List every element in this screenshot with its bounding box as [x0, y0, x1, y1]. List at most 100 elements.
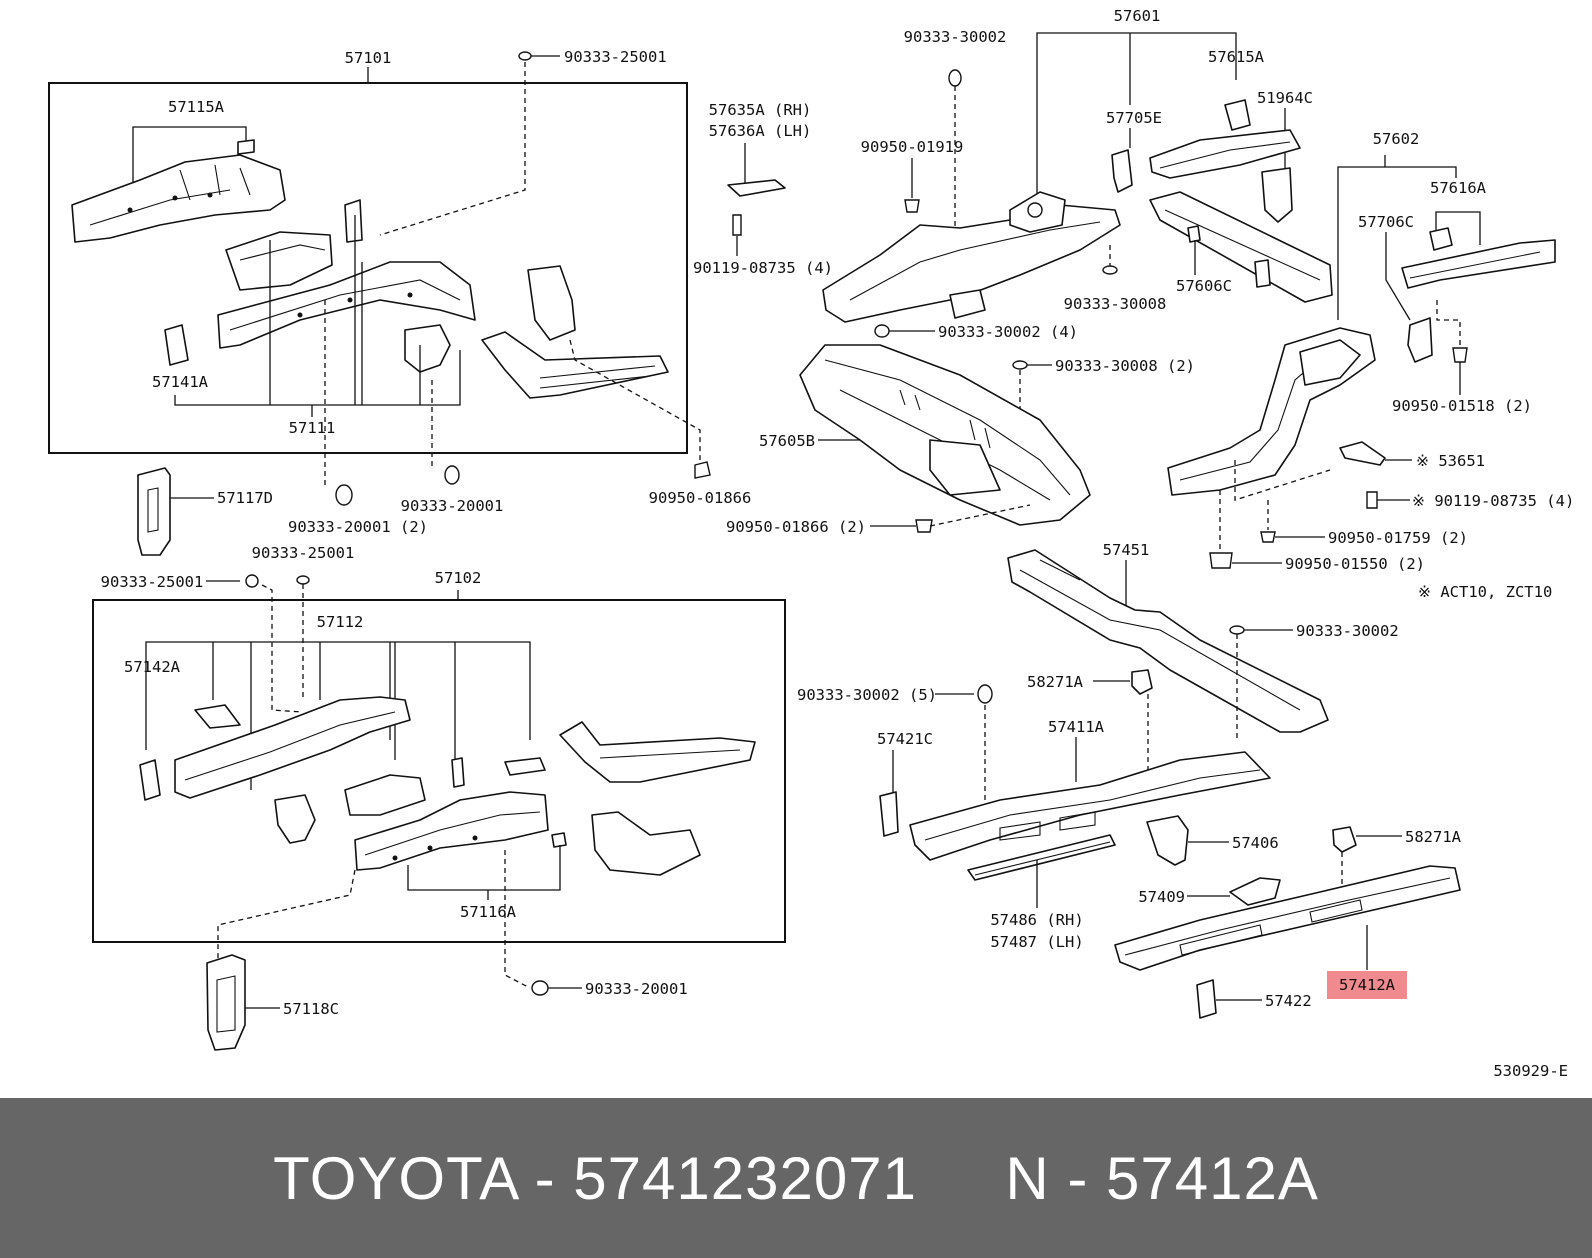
part-apron-upper [527, 265, 576, 341]
highlight-57412A [1327, 971, 1407, 999]
plug-icon [518, 51, 532, 61]
label-90333-25001-top: 90333-25001 [564, 48, 667, 66]
label-57602: 57602 [1373, 130, 1420, 148]
plug-icon [296, 575, 310, 585]
label-57606C: 57606C [1176, 277, 1232, 295]
group-box-57101 [48, 82, 688, 454]
parts-diagram-canvas: 57101 90333-25001 57115A 57141A 57111 90… [48, 7, 1574, 1080]
label-57409: 57409 [1138, 888, 1185, 906]
parts-diagram: 57101 90333-25001 57115A 57141A 57111 90… [48, 7, 1575, 1080]
label-57451: 57451 [1103, 541, 1150, 559]
label-57115A: 57115A [168, 98, 225, 116]
label-90950-01866: 90950-01866 [649, 489, 752, 507]
part-apron-lower [481, 331, 669, 399]
label-57486: 57486 (RH) [990, 911, 1083, 929]
footer-part-text: TOYOTA - 5741232071 N - 57412A [273, 1144, 1319, 1212]
part-apron-panel [591, 811, 701, 876]
label-53651: ※ 53651 [1416, 452, 1485, 470]
part-58271A-top [1131, 669, 1153, 695]
part-57635A [727, 179, 786, 197]
label-90333-20001-2: 90333-20001 (2) [288, 518, 428, 536]
label-57111: 57111 [289, 419, 336, 437]
label-57116A: 57116A [460, 903, 517, 921]
label-57102: 57102 [435, 569, 482, 587]
grommet-icon [1209, 552, 1233, 569]
label-90333-30008: 90333-30008 [1064, 295, 1167, 313]
part-57111 [217, 261, 476, 349]
label-90950-01550-2: 90950-01550 (2) [1285, 555, 1425, 573]
plug-icon [245, 574, 259, 588]
part-number-footer: TOYOTA - 5741232071 N - 57412A [0, 1098, 1592, 1258]
label-90950-01759-2: 90950-01759 (2) [1328, 529, 1468, 547]
label-57406: 57406 [1232, 834, 1279, 852]
part-57406 [1146, 815, 1189, 866]
part-57409 [1229, 877, 1281, 906]
bolt-icon [1366, 491, 1378, 509]
label-57615A: 57615A [1208, 48, 1265, 66]
label-90119-08735-4: 90119-08735 (4) [693, 259, 833, 277]
grommet-icon [694, 461, 711, 479]
label-57141A: 57141A [152, 373, 209, 391]
label-57112: 57112 [317, 613, 364, 631]
grommet-icon [904, 199, 920, 213]
label-57635A: 57635A (RH) [709, 101, 812, 119]
label-57117D: 57117D [217, 489, 273, 507]
bolt-icon [1452, 347, 1468, 363]
label-57101: 57101 [345, 49, 392, 67]
plug-icon [1102, 265, 1118, 275]
label-57421C: 57421C [877, 730, 933, 748]
label-57411A: 57411A [1048, 718, 1105, 736]
part-57601 [822, 204, 1121, 323]
plug-icon [977, 684, 993, 704]
label-57636A: 57636A (LH) [709, 122, 812, 140]
part-57486 [967, 834, 1116, 881]
part-57615A [1149, 129, 1301, 179]
label-90333-20001-bot: 90333-20001 [585, 980, 688, 998]
label-90950-01518-2: 90950-01518 (2) [1392, 397, 1532, 415]
bolt-icon [732, 214, 742, 236]
label-90333-30002-r: 90333-30002 [1296, 622, 1399, 640]
label-57601: 57601 [1114, 7, 1161, 25]
part-57117D [137, 467, 171, 556]
label-90119-08735-4b: ※ 90119-08735 (4) [1412, 492, 1574, 510]
label-90333-25001-b: 90333-25001 [252, 544, 355, 562]
part-51964C [1261, 167, 1293, 223]
label-57118C: 57118C [283, 1000, 339, 1018]
label-51964C: 51964C [1257, 89, 1313, 107]
label-90333-20001-mid: 90333-20001 [401, 497, 504, 515]
part-57451 [1007, 549, 1329, 733]
plug-icon [335, 484, 353, 506]
part-57706C [1407, 317, 1433, 363]
label-57412A: 57412A [1339, 976, 1396, 994]
label-57706C: 57706C [1358, 213, 1414, 231]
label-58271A-top: 58271A [1027, 673, 1084, 691]
group-box-57102 [92, 599, 786, 943]
label-57422: 57422 [1265, 992, 1312, 1010]
plug-icon [1229, 625, 1245, 635]
label-90333-25001-a: 90333-25001 [101, 573, 204, 591]
part-58271A-bot [1332, 826, 1357, 853]
label-90333-30002-top: 90333-30002 [904, 28, 1007, 46]
part-57705E [1111, 149, 1133, 193]
plug-icon [874, 324, 890, 338]
part-57116A [354, 791, 549, 871]
part-53651 [1339, 441, 1386, 466]
part-57422 [1196, 979, 1217, 1019]
label-90333-30008-2: 90333-30008 (2) [1055, 357, 1195, 375]
grommet-icon [915, 519, 933, 533]
part-57412A [1114, 865, 1461, 971]
plug-icon [948, 69, 962, 87]
label-diagram-id: 530929-E [1493, 1062, 1568, 1080]
label-act10-zct10: ※ ACT10, ZCT10 [1418, 583, 1552, 601]
plug-icon [531, 980, 549, 996]
grommet-icon [1260, 531, 1276, 543]
part-apron-lower-2 [559, 721, 756, 783]
label-58271A-bot: 58271A [1405, 828, 1462, 846]
label-90950-01866-2: 90950-01866 (2) [726, 518, 866, 536]
label-57487: 57487 (LH) [990, 933, 1083, 951]
label-57142A: 57142A [124, 658, 181, 676]
label-57616A: 57616A [1430, 179, 1487, 197]
part-57606C [1149, 191, 1333, 303]
part-57421C [879, 791, 899, 837]
part-57118C [206, 954, 246, 1051]
